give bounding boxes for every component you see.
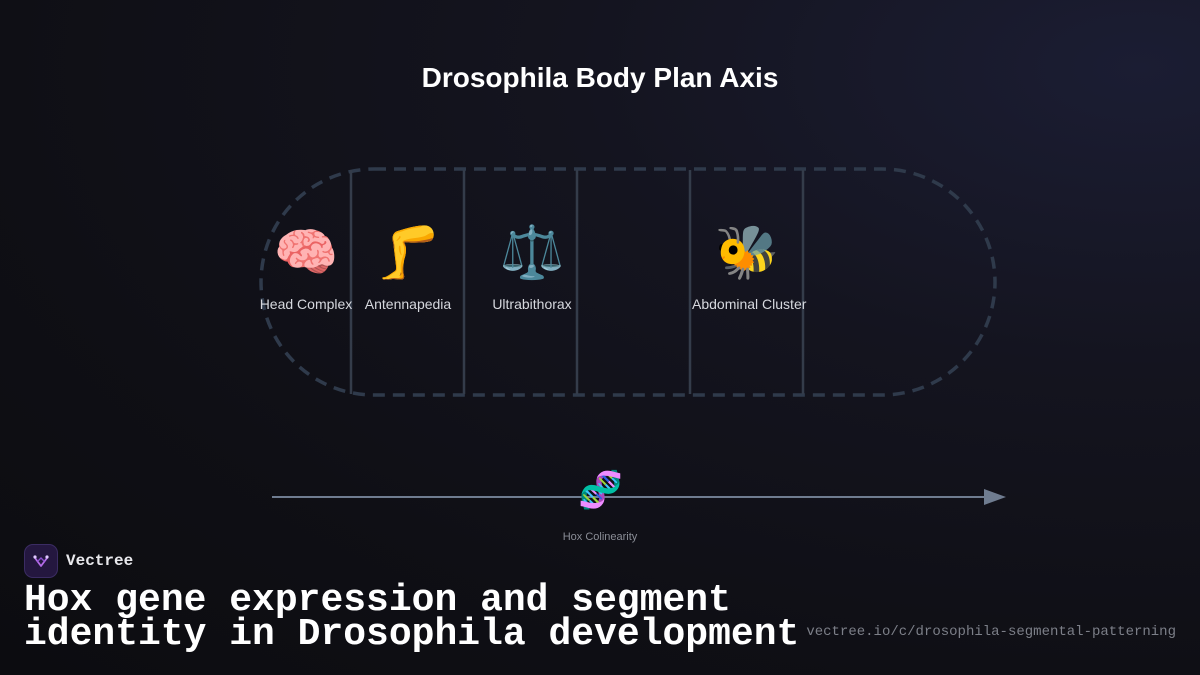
segment-abdominal-cluster: 🐝 Abdominal Cluster bbox=[692, 222, 807, 312]
axis-arrowhead bbox=[984, 489, 1006, 505]
segment-antennapedia: 🦵 Antennapedia bbox=[353, 222, 463, 312]
axis-label: Hox Colinearity bbox=[562, 531, 638, 543]
dna-icon: 🧬 bbox=[578, 469, 623, 510]
brand: Vectree bbox=[24, 544, 133, 578]
segment-label: Ultrabithorax bbox=[492, 296, 572, 312]
body-outline bbox=[259, 167, 997, 397]
segment-label: Head Complex bbox=[259, 296, 353, 312]
diagram-title: Drosophila Body Plan Axis bbox=[421, 62, 779, 93]
brain-icon: 🧠 bbox=[273, 224, 339, 282]
headline-line: Hox gene expression and segment bbox=[24, 579, 731, 622]
segment-label: Abdominal Cluster bbox=[692, 296, 807, 312]
segment-head-complex: 🧠 Head Complex bbox=[251, 222, 361, 312]
vectree-logo-icon bbox=[24, 544, 58, 578]
source-url[interactable]: vectree.io/c/drosophila-segmental-patter… bbox=[806, 624, 1176, 640]
brand-name: Vectree bbox=[66, 552, 134, 570]
headline-line: identity in Drosophila development bbox=[24, 613, 800, 656]
segment-ultrabithorax: ⚖️ Ultrabithorax bbox=[477, 222, 587, 312]
headline: Hox gene expression and segment identity… bbox=[24, 579, 804, 656]
segment-label: Antennapedia bbox=[364, 296, 452, 312]
bee-icon: 🐝 bbox=[714, 224, 780, 282]
leg-icon: 🦵 bbox=[375, 224, 441, 282]
balance-scale-icon: ⚖️ bbox=[499, 224, 565, 282]
